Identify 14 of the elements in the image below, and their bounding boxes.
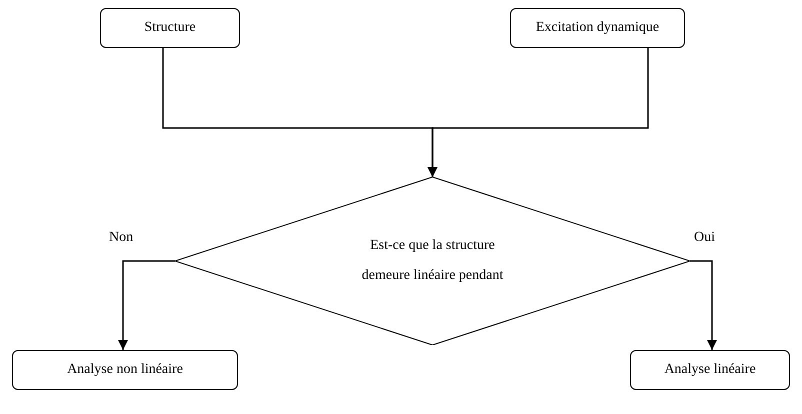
process-box: [12, 350, 238, 390]
decision-text: Est-ce que la structure demeure linéaire pendant: [360, 237, 504, 285]
arrow: [428, 48, 649, 177]
edge-label: Non: [109, 230, 134, 246]
box-text: Structure: [144, 20, 196, 36]
arrow: [690, 260, 717, 350]
process-box: [630, 350, 790, 390]
process-box: [510, 8, 685, 48]
box-text: Analyse linéaire: [664, 362, 756, 378]
edge-label: Oui: [694, 230, 715, 246]
arrow: [118, 260, 175, 350]
process-box: [100, 8, 240, 48]
box-text: Excitation dynamique: [536, 20, 660, 36]
box-text: Analyse non linéaire: [67, 362, 183, 378]
